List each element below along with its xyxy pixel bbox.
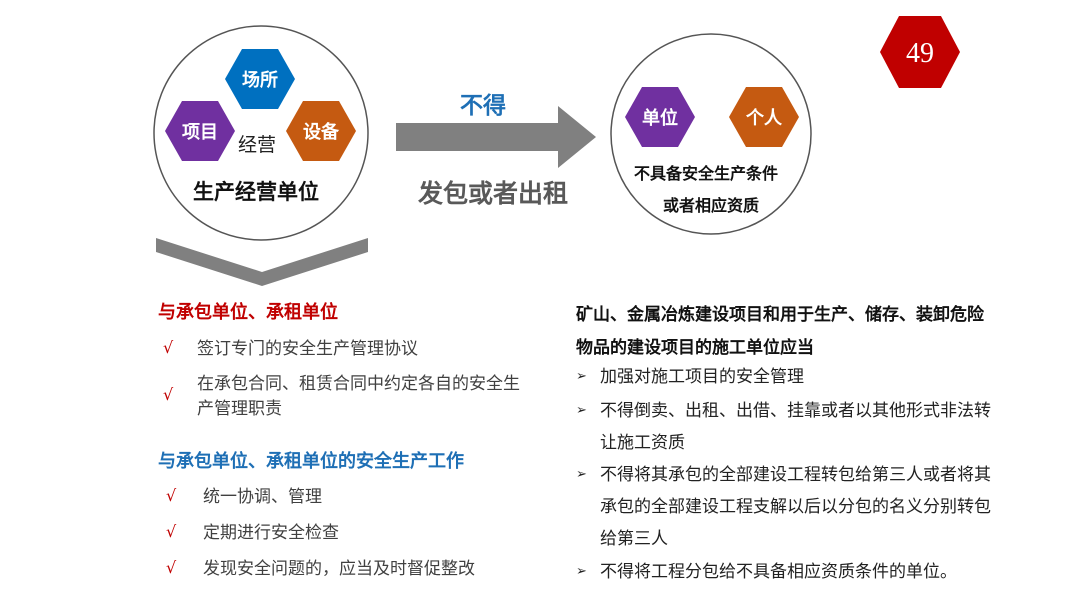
hex-individual-label: 个人 — [745, 107, 783, 129]
section2-check-3: √ — [166, 558, 177, 577]
hex-place: 场所 — [225, 49, 295, 109]
chevron-down-icon — [156, 238, 368, 286]
bullet-arrow-icon: ➢ — [576, 369, 587, 384]
section2-title: 与承包单位、承租单位的安全生产工作 — [158, 451, 464, 472]
bullet-arrow-icon: ➢ — [576, 467, 587, 482]
arrow-bottom-label: 发包或者出租 — [418, 179, 569, 208]
section1-title: 与承包单位、承租单位 — [158, 302, 338, 323]
unqualified-line1: 不具备安全生产条件 — [634, 164, 779, 183]
section2-item-1: 统一协调、管理 — [203, 487, 322, 507]
arrow-top-label: 不得 — [460, 93, 506, 119]
hex-individual: 个人 — [729, 87, 799, 147]
operator-caption: 生产经营单位 — [193, 180, 319, 204]
section2-item-2: 定期进行安全检查 — [203, 523, 339, 543]
right-line-3a: 不得将其承包的全部建设工程转包给第三人或者将其 — [600, 465, 991, 485]
bullet-arrow-icon: ➢ — [576, 564, 587, 579]
section1-item-2a: 在承包合同、租赁合同中约定各自的安全生 — [197, 374, 520, 394]
hex-place-label: 场所 — [242, 70, 278, 91]
page-number-badge: 49 — [880, 16, 960, 88]
operator-circle — [153, 25, 369, 241]
section1-check-1: √ — [163, 338, 174, 357]
hex-project-label: 项目 — [182, 122, 218, 143]
right-line-1: 加强对施工项目的安全管理 — [600, 367, 804, 387]
right-line-4: 不得将工程分包给不具备相应资质条件的单位。 — [600, 562, 957, 582]
hex-unit: 单位 — [625, 87, 695, 147]
right-line-2b: 让施工资质 — [600, 433, 685, 453]
right-line-3c: 给第三人 — [600, 529, 668, 549]
unqualified-line2: 或者相应资质 — [663, 196, 760, 215]
right-arrow — [396, 106, 596, 168]
hex-equipment: 设备 — [286, 101, 356, 161]
hex-unit-label: 单位 — [642, 107, 678, 129]
section1-item-1: 签订专门的安全生产管理协议 — [197, 339, 418, 359]
hex-equipment-label: 设备 — [303, 121, 340, 143]
center-word: 经营 — [238, 134, 277, 156]
page-number: 49 — [906, 38, 934, 69]
section2-item-3: 发现安全问题的，应当及时督促整改 — [203, 559, 475, 579]
right-heading-line2: 物品的建设项目的施工单位应当 — [576, 338, 814, 358]
section1-check-2: √ — [163, 385, 174, 404]
section2-check-1: √ — [166, 486, 177, 505]
unqualified-circle — [610, 33, 812, 235]
right-heading-line1: 矿山、金属冶炼建设项目和用于生产、储存、装卸危险 — [576, 305, 984, 325]
right-line-2a: 不得倒卖、出租、出借、挂靠或者以其他形式非法转 — [600, 401, 991, 421]
bullet-arrow-icon: ➢ — [576, 403, 587, 418]
section1-item-2b: 产管理职责 — [197, 399, 282, 419]
section2-check-2: √ — [166, 522, 177, 541]
hex-project: 项目 — [165, 101, 235, 161]
right-line-3b: 承包的全部建设工程支解以后以分包的名义分别转包 — [600, 497, 991, 517]
